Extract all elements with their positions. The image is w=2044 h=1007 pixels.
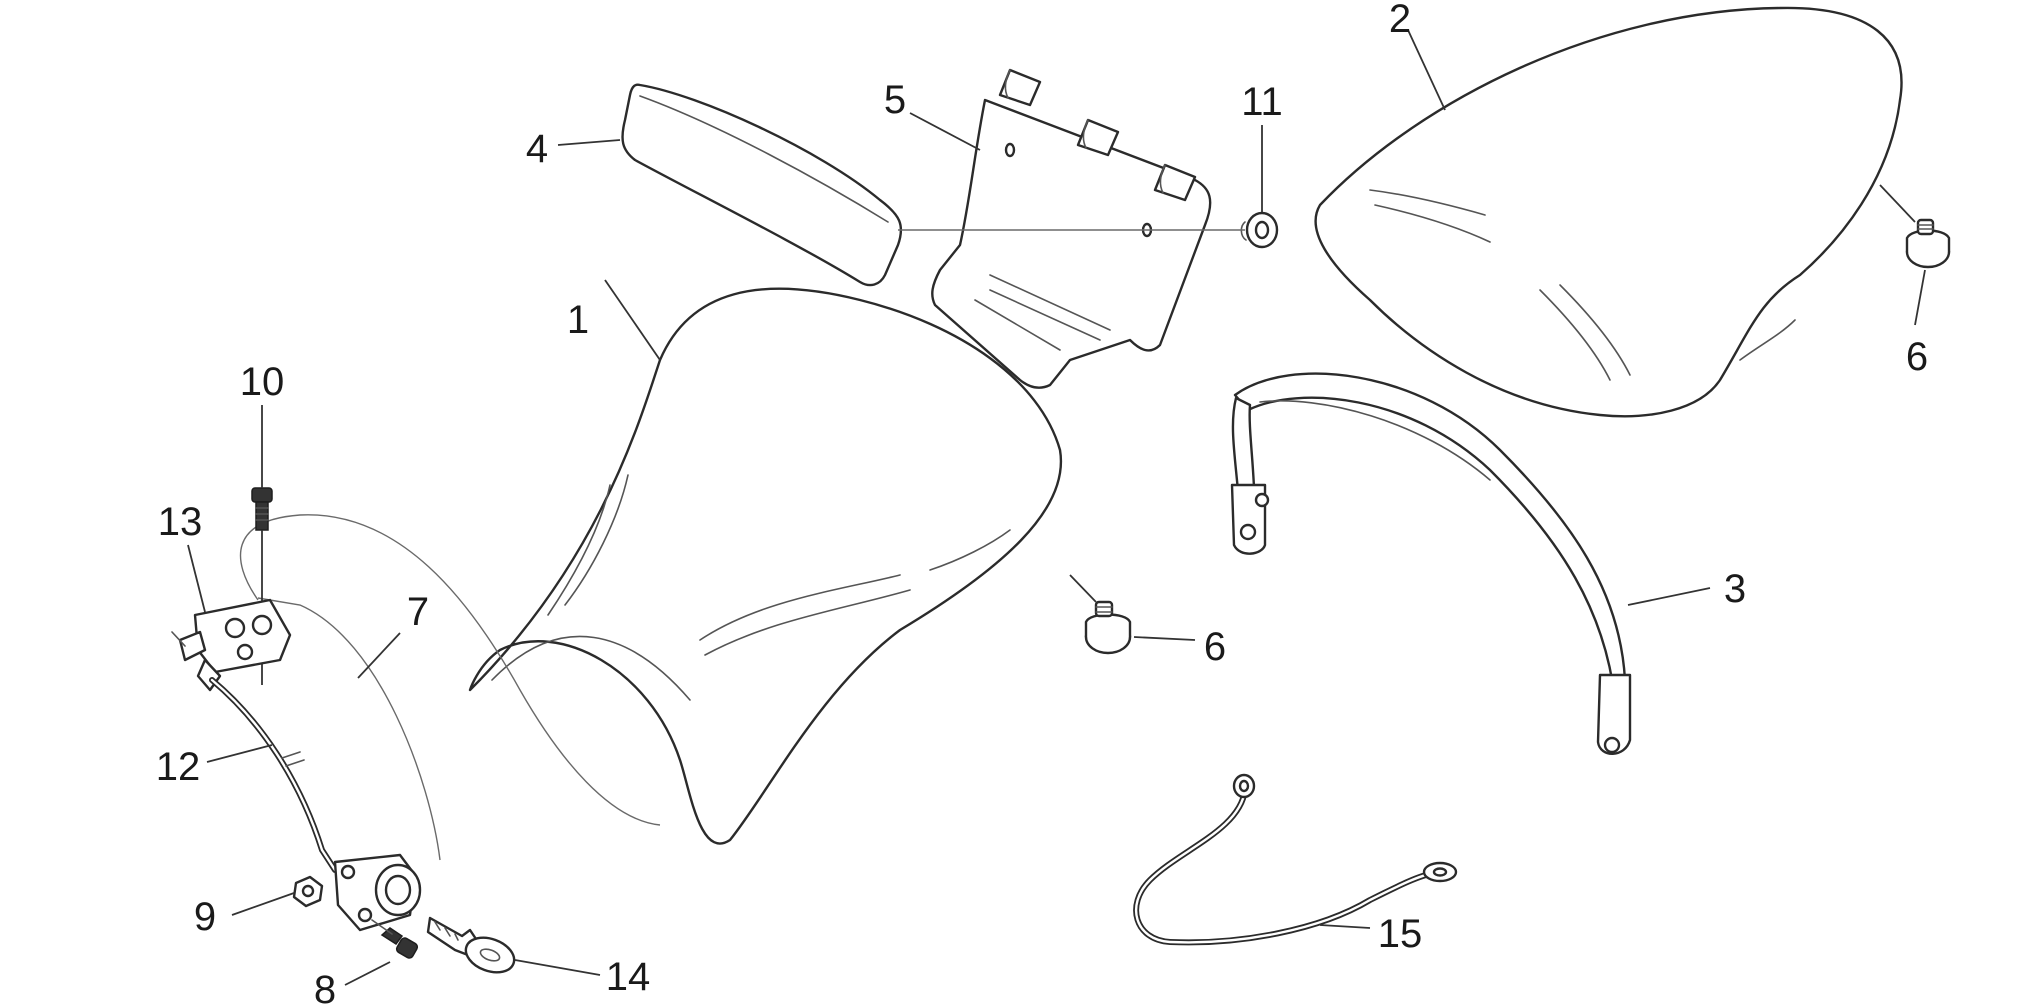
callout-3: 3: [1724, 567, 1746, 611]
part-13-lock-bracket: [171, 598, 292, 692]
part-12-lock-cable: [209, 677, 338, 873]
part-2-rear-seat: [1314, 6, 1903, 418]
callout-13: 13: [158, 500, 203, 544]
part-7-release-cable: [239, 514, 661, 826]
callout-8: 8: [314, 968, 336, 1007]
part-3-grab-rail: [1230, 372, 1632, 755]
callout-12: 12: [156, 745, 201, 789]
part-4-backrest-pad: [621, 83, 903, 287]
part-7-leader-path: [257, 597, 441, 861]
lock-barrel: [333, 853, 422, 932]
callout-6-front: 6: [1204, 625, 1226, 669]
part-14-key: [426, 916, 516, 974]
part-15-helmet-cable: [1133, 773, 1458, 946]
part-8-screw: [371, 919, 419, 959]
callout-6-rear: 6: [1906, 335, 1928, 379]
part-6-rubber-bumper-front: [1084, 600, 1132, 655]
callout-11: 11: [1241, 80, 1283, 124]
part-10-bolt: [251, 487, 273, 531]
callout-4: 4: [526, 127, 548, 171]
part-11-grommet: [1240, 211, 1279, 249]
leader-lines: [187, 29, 1926, 986]
callout-5: 5: [884, 78, 906, 122]
callout-14: 14: [606, 955, 651, 999]
part-9-nut: [292, 875, 324, 908]
callout-1: 1: [567, 298, 589, 342]
part-6-rubber-bumper-rear: [1905, 218, 1951, 269]
callout-2: 2: [1389, 0, 1411, 41]
part-5-bracket-plate: [931, 68, 1212, 389]
callout-9: 9: [194, 895, 216, 939]
callout-labels: 1 2 3 4 5 6 6 7 8 9 10 11 12 13 14 15: [156, 0, 1928, 1007]
callout-10: 10: [240, 360, 285, 404]
callout-15: 15: [1378, 912, 1423, 956]
part-1-seat: [468, 287, 1063, 845]
callout-7: 7: [407, 590, 429, 634]
